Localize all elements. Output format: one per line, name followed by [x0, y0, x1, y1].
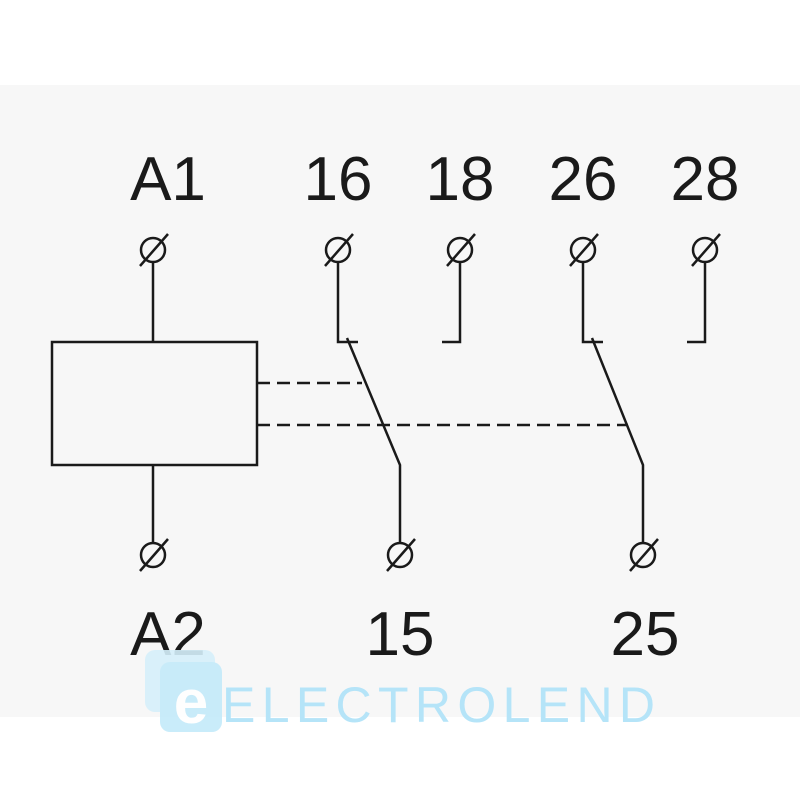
label-18: 18 [426, 145, 495, 214]
watermark-logo-letter: e [174, 668, 208, 737]
background-panel [0, 85, 800, 717]
relay-coil [50, 340, 259, 467]
label-26: 26 [549, 145, 618, 214]
label-a1: A1 [130, 145, 206, 214]
contact-28-no [687, 262, 707, 344]
switch-blade-15 [345, 337, 402, 543]
watermark-logo: e [145, 650, 222, 737]
watermark-text: ELECTROLEND [222, 677, 657, 733]
switch-blade-25 [590, 337, 645, 543]
contact-26-nc [581, 262, 603, 344]
label-28: 28 [671, 145, 740, 214]
label-16: 16 [304, 145, 373, 214]
label-25: 25 [611, 600, 680, 669]
contact-18-no [442, 262, 462, 344]
label-15: 15 [366, 600, 435, 669]
contact-16-nc [336, 262, 358, 344]
